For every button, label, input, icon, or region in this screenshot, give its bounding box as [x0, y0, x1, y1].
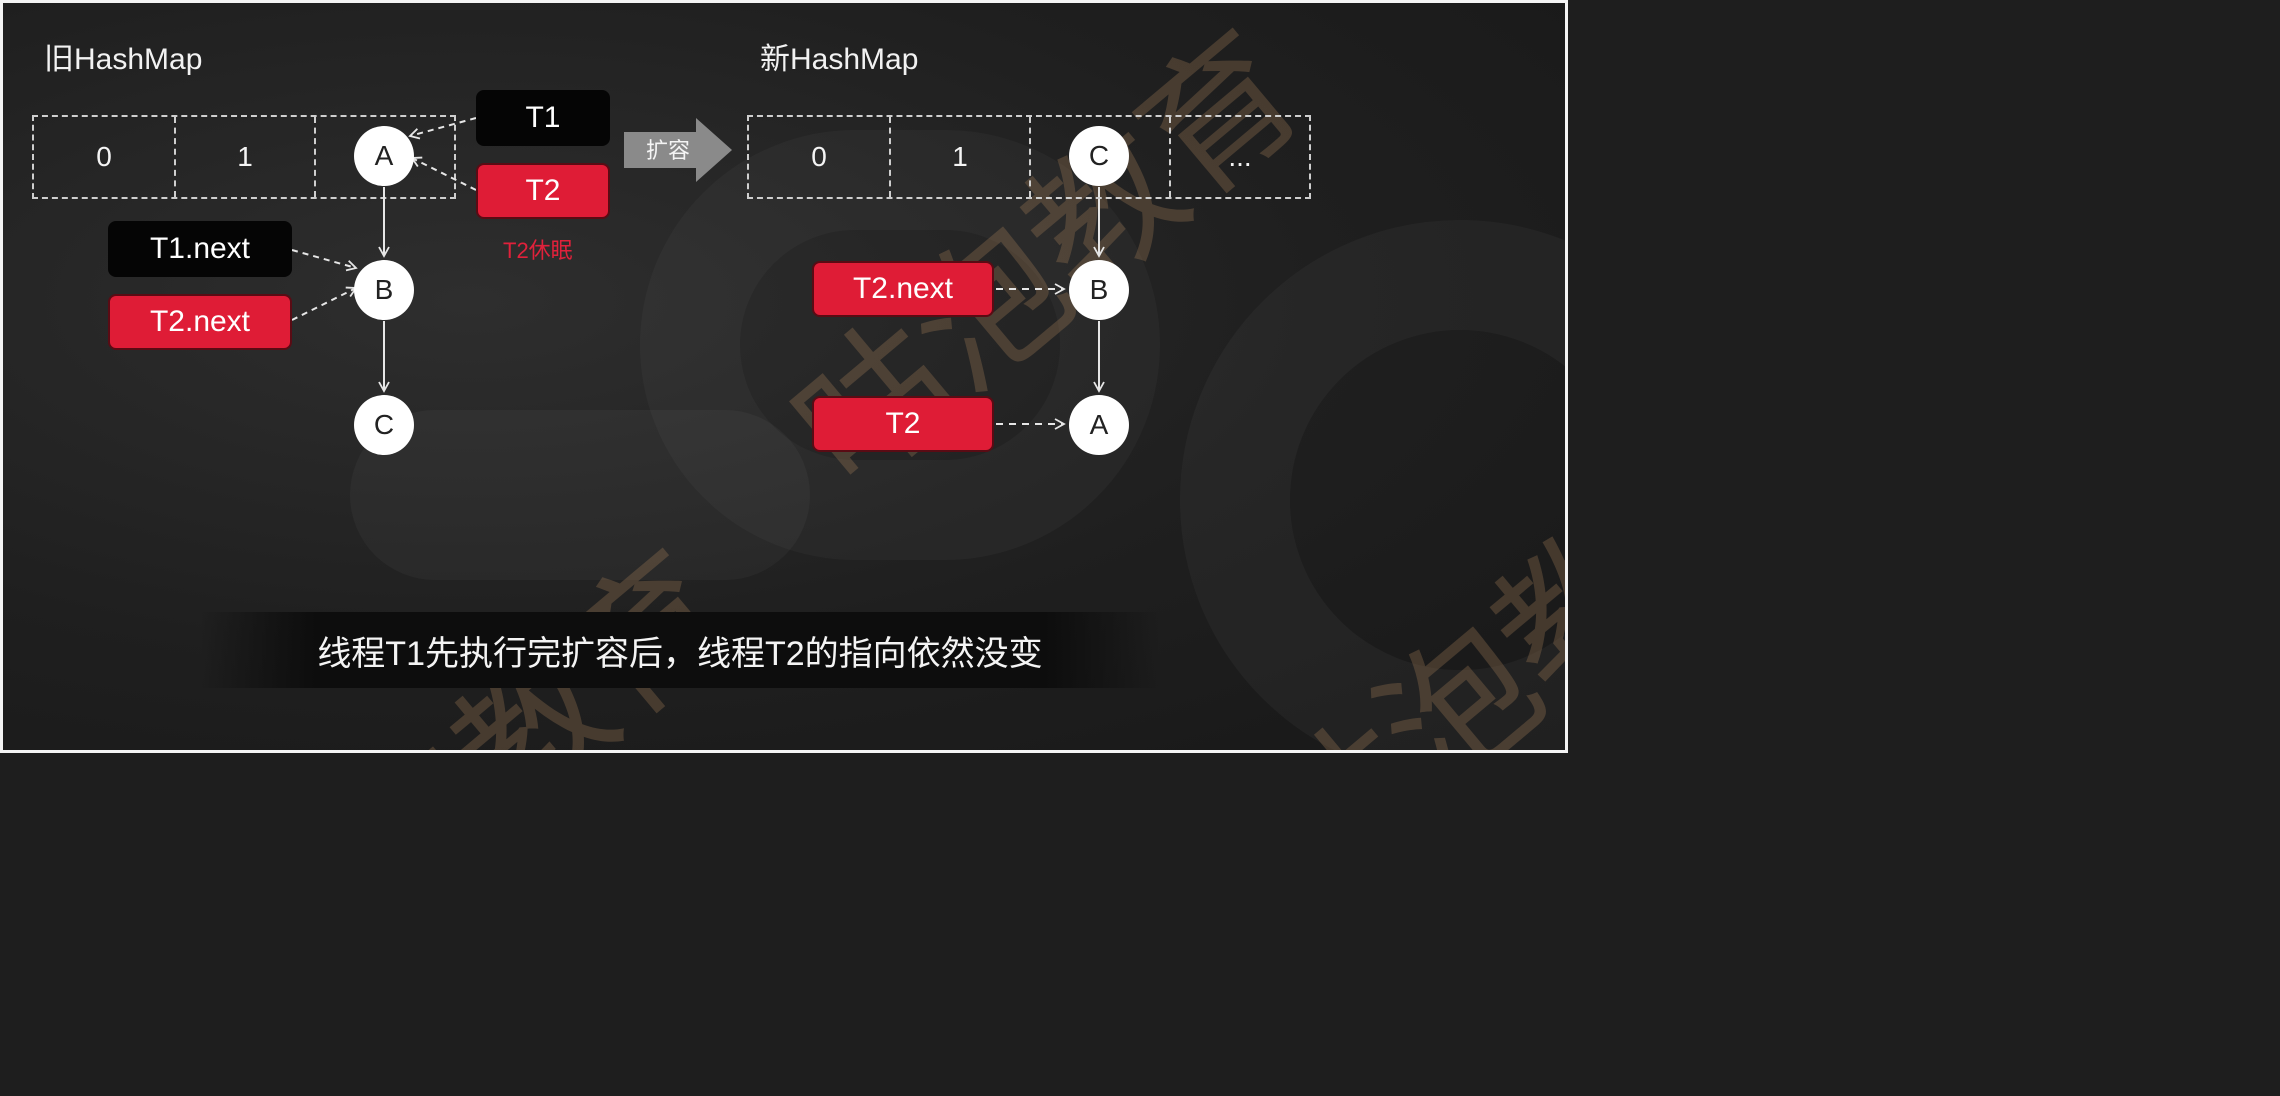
t2-next-pointer-line: [291, 286, 358, 321]
t1-next-tag: T1.next: [108, 221, 292, 277]
new-bucket-0: 0: [811, 141, 827, 172]
connector-lines: [291, 117, 1105, 430]
t2-pointer-line: [410, 156, 477, 191]
old-bucket-1: 1: [174, 117, 314, 197]
old-bucket-0: 0: [96, 141, 112, 172]
old-node-a: A: [354, 126, 414, 186]
new-hashmap-title: 新HashMap: [760, 43, 919, 76]
t2-pointer-tag: T2: [476, 163, 610, 219]
new-bucket-more: ...: [1169, 117, 1309, 197]
new-node-c: C: [1069, 126, 1129, 186]
caption-bar: 线程T1先执行完扩容后，线程T2的指向依然没变: [200, 612, 1160, 688]
new-bucket-array: 0 1 ...: [747, 115, 1311, 199]
t2-next-tag: T2.next: [108, 294, 292, 350]
old-node-c: C: [354, 395, 414, 455]
t1-pointer-line: [408, 117, 477, 140]
new-bucket-2: [1029, 117, 1169, 197]
caption-text: 线程T1先执行完扩容后，线程T2的指向依然没变: [317, 634, 1043, 673]
t1-next-pointer-line: [291, 249, 358, 272]
new-t2-tag: T2: [812, 396, 994, 452]
t1-pointer-tag: T1: [476, 90, 610, 146]
new-bucket-1: 1: [889, 117, 1029, 197]
old-bucket-array: 0 1: [32, 115, 456, 199]
new-t2-next-tag: T2.next: [812, 261, 994, 317]
slide: 咕泡教育 咕泡教育 咕泡教育 旧HashMap 0 1 A B C T1 T2 …: [0, 0, 1568, 753]
new-node-b: B: [1069, 260, 1129, 320]
old-bucket-2: [314, 117, 454, 197]
old-hashmap-title: 旧HashMap: [44, 43, 203, 76]
new-node-a: A: [1069, 395, 1129, 455]
old-node-b: B: [354, 260, 414, 320]
t2-sleep-note: T2休眠: [503, 238, 573, 263]
resize-arrow-label: 扩容: [645, 138, 690, 163]
resize-arrow-icon: [624, 118, 732, 182]
